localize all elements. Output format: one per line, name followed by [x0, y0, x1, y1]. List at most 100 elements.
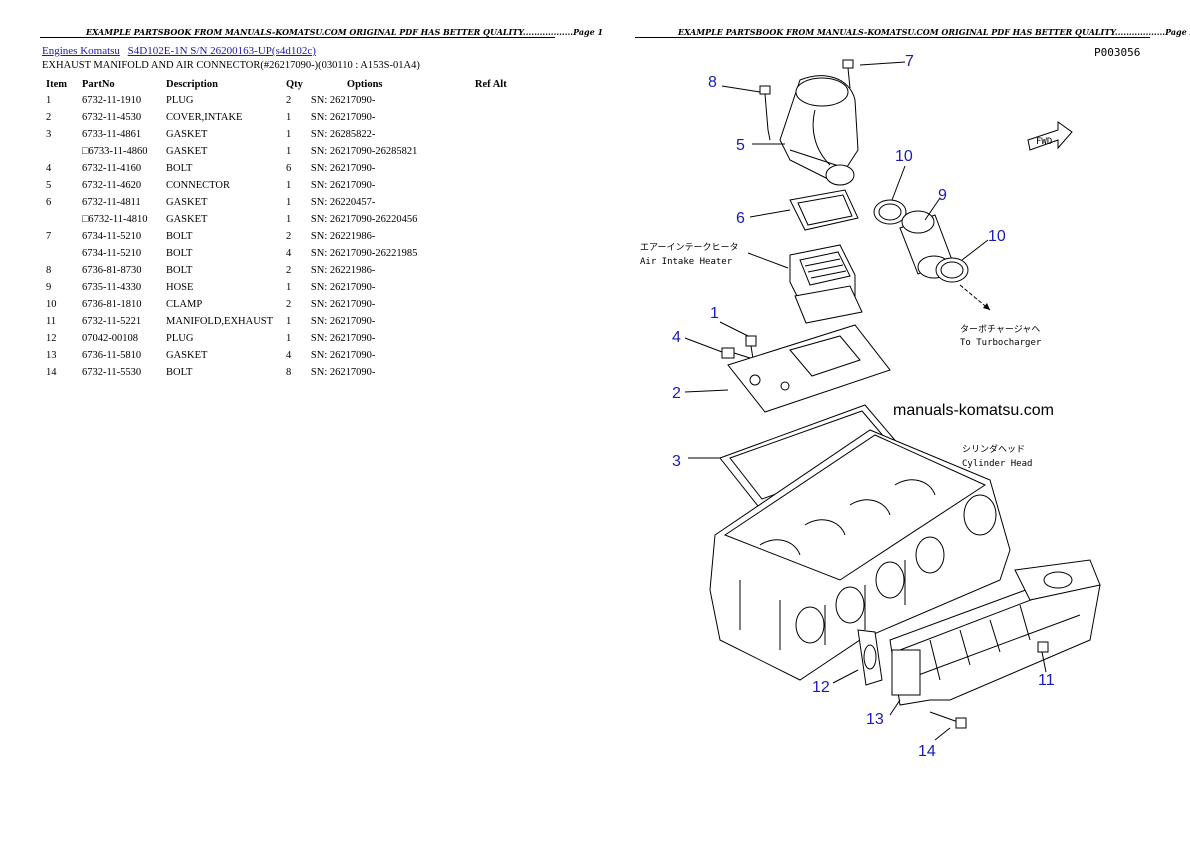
cell-description: PLUG [166, 95, 194, 106]
bolt-4 [721, 347, 751, 359]
cell-options: SN: 26217090-26221985 [310, 248, 418, 259]
header-divider [635, 37, 1150, 38]
cell-qty: 1 [286, 282, 292, 293]
cell-qty: 1 [286, 214, 292, 225]
gasket-13 [857, 629, 883, 686]
bolt-14 [929, 711, 967, 729]
cell-options: SN: 26220457- [310, 197, 376, 208]
cell-options: SN: 26217090- [310, 367, 376, 378]
callout-4: 4 [672, 329, 681, 346]
cell-item: 9 [46, 282, 52, 293]
page-header: EXAMPLE PARTSBOOK FROM MANUALS-KOMATSU.C… [678, 27, 1190, 37]
cell-description: PLUG [166, 333, 194, 344]
breadcrumb: Engines Komatsu S4D102E-1N S/N 26200163-… [42, 45, 321, 57]
cell-qty: 1 [286, 129, 292, 140]
callout-3: 3 [672, 453, 681, 470]
cell-ref-alt [471, 92, 519, 109]
table-header-row: Item PartNo Description Qty Options Ref … [42, 76, 519, 92]
cell-options: SN: 26217090- [310, 163, 376, 174]
plug-12 [1037, 641, 1049, 653]
air-heater-label-en: Air Intake Heater [640, 257, 733, 267]
air-heater-label-jp: エアーインテークヒータ [640, 242, 738, 253]
cell-description: COVER,INTAKE [166, 112, 243, 123]
cell-partno: 6736-81-8730 [82, 265, 142, 276]
cell-partno: 6736-11-5810 [82, 350, 142, 361]
bolt-7 [842, 59, 854, 89]
cell-item [42, 211, 78, 228]
cell-partno: 6732-11-4530 [82, 112, 142, 123]
cell-partno: 6734-11-5210 [82, 231, 142, 242]
cell-ref-alt [471, 313, 519, 330]
left-page: EXAMPLE PARTSBOOK FROM MANUALS-KOMATSU.C… [40, 27, 603, 381]
cell-partno: 6733-11-4861 [82, 129, 142, 140]
callout-2: 2 [672, 385, 681, 402]
cell-description: BOLT [166, 163, 193, 174]
cell-qty: 4 [286, 350, 292, 361]
cell-item: 4 [46, 163, 52, 174]
exploded-parts-diagram: P003056 FWD [600, 40, 1160, 800]
cell-qty: 2 [286, 265, 292, 276]
cell-partno: 6732-11-4620 [82, 180, 142, 191]
cell-qty: 1 [286, 333, 292, 344]
fwd-arrow-icon: FWD [1027, 121, 1073, 151]
cell-ref-alt [471, 262, 519, 279]
column-header-item: Item [46, 78, 67, 90]
breadcrumb-link-model[interactable]: S4D102E-1N S/N 26200163-UP(s4d102c) [127, 45, 316, 57]
cell-item: 14 [46, 367, 57, 378]
cell-qty: 1 [286, 197, 292, 208]
callout-9: 9 [938, 187, 947, 204]
cell-description: GASKET [166, 129, 208, 140]
gasket-6 [789, 189, 859, 231]
right-page: EXAMPLE PARTSBOOK FROM MANUALS-KOMATSU.C… [595, 0, 1190, 842]
cell-item: 2 [46, 112, 52, 123]
callout-7: 7 [905, 53, 914, 70]
cell-partno: 6735-11-4330 [82, 282, 142, 293]
cell-qty: 1 [286, 180, 292, 191]
bolt-8 [759, 85, 771, 141]
clamp-10-upper [873, 199, 907, 225]
cell-description: HOSE [166, 282, 194, 293]
column-header-options: Options [346, 78, 383, 90]
column-header-description: Description [166, 78, 218, 90]
cell-qty: 1 [286, 316, 292, 327]
callout-6: 6 [736, 210, 745, 227]
cell-item: 6 [46, 197, 52, 208]
breadcrumb-link-engines[interactable]: Engines Komatsu [42, 45, 120, 57]
cell-ref-alt [471, 109, 519, 126]
cell-qty: 1 [286, 112, 292, 123]
header-divider [40, 37, 555, 38]
cell-item: 12 [46, 333, 57, 344]
heater-gasket [794, 285, 863, 324]
intake-cover-2 [727, 324, 891, 413]
cell-ref-alt [471, 194, 519, 211]
cell-ref-alt [471, 228, 519, 245]
callout-13: 12 [812, 679, 830, 696]
cell-partno: □6733-11-4860 [82, 146, 148, 157]
cell-ref-alt [471, 177, 519, 194]
cell-qty: 8 [286, 367, 292, 378]
callout-14: 14 [918, 743, 936, 760]
cell-options: SN: 26217090-26285821 [310, 146, 418, 157]
cell-options: SN: 26217090- [310, 333, 376, 344]
cell-options: SN: 26217090- [310, 299, 376, 310]
cell-options: SN: 26217090- [310, 316, 376, 327]
cell-item: 7 [46, 231, 52, 242]
cell-options: SN: 26217090- [310, 282, 376, 293]
drawing-code: P003056 [1094, 46, 1140, 59]
cell-options: SN: 26221986- [310, 265, 376, 276]
cell-description: GASKET [166, 146, 208, 157]
clamp-10-lower [935, 257, 969, 283]
cell-item: 5 [46, 180, 52, 191]
cell-item: 8 [46, 265, 52, 276]
cell-description: GASKET [166, 350, 208, 361]
